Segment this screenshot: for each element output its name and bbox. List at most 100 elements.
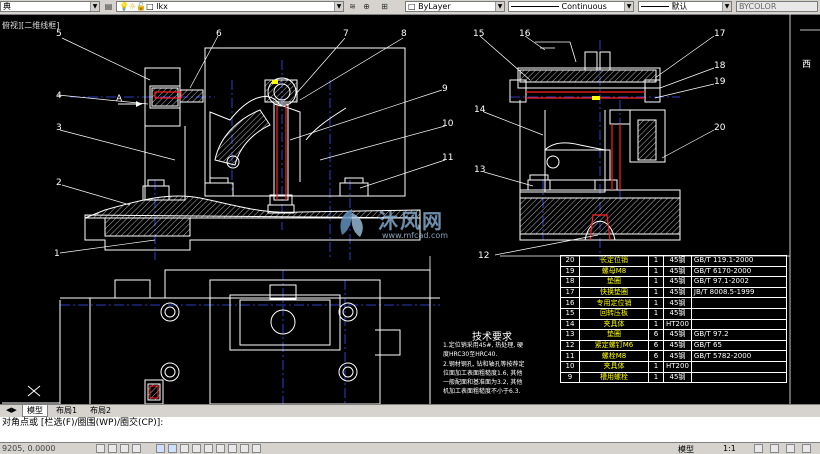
bom-cell-material: 45钢 (663, 329, 692, 341)
plotstyle-dropdown[interactable]: BYCOLOR (736, 1, 818, 12)
transparency-button[interactable] (216, 444, 225, 453)
color-dropdown[interactable]: □ ByLayer▼ (405, 1, 505, 12)
ducs-button[interactable] (180, 444, 189, 453)
tab-layout1[interactable]: 布局1 (56, 406, 78, 415)
bom-cell-material: 45钢 (663, 255, 692, 267)
callout-5: 5 (56, 29, 62, 39)
bom-cell-no: 11 (560, 350, 580, 362)
chevron-down-icon[interactable]: ▼ (495, 2, 504, 11)
bom-cell-std: GB/T 97.2 (690, 329, 788, 341)
make-current-icon[interactable]: ⊕ (363, 2, 370, 11)
bom-cell-qty: 1 (648, 297, 664, 309)
tech-note-line: 一般配面和基准面为3.2, 其他 (443, 379, 523, 387)
lock-ui-icon[interactable] (770, 444, 779, 453)
lock-icon: 🔓 (136, 2, 147, 11)
callout-2: 2 (56, 178, 62, 188)
workspace-gear-icon[interactable] (754, 444, 763, 453)
bom-cell-std: JB/T 8008.5-1999 (690, 286, 788, 299)
layer-state-icon[interactable]: ⊞ (381, 2, 388, 11)
tab-model[interactable]: 模型 (22, 405, 48, 417)
viewcube-area[interactable] (790, 14, 820, 404)
layer-manager-icon[interactable]: ▤ (104, 2, 113, 11)
isolate-objects-icon[interactable] (786, 444, 795, 453)
callout-20: 20 (714, 123, 726, 133)
bom-cell-qty: 1 (648, 265, 664, 278)
callout-6: 6 (216, 29, 222, 39)
snap-button[interactable] (96, 444, 105, 453)
callout-19: 19 (714, 77, 726, 87)
bom-cell-std (690, 371, 788, 384)
bom-cell-std: GB/T 65 (690, 339, 788, 352)
sun-icon: ☼ (128, 2, 137, 11)
linetype-dropdown[interactable]: Continuous ▼ (508, 1, 634, 12)
bom-cell-name: 长定位销 (579, 255, 649, 267)
command-line[interactable]: 对角点或 [栏选(F)/圈围(WP)/圈交(CP)]: (0, 417, 820, 442)
bom-cell-std: GB/T 5782-2000 (690, 350, 788, 362)
bom-cell-name: 夹具体 (579, 360, 649, 373)
linetype-value: Continuous (561, 2, 607, 11)
top-view (59, 269, 440, 404)
lineweight-dropdown[interactable]: 默认 ▼ (638, 1, 732, 12)
selection-cycling-button[interactable] (240, 444, 249, 453)
bom-cell-std (690, 307, 788, 320)
view-cube-label[interactable]: 西 (802, 59, 811, 70)
tab-nav-arrows-icon[interactable]: ◀▶ (6, 406, 17, 414)
bom-cell-name: 螺栓M8 (579, 350, 649, 362)
bom-cell-no: 14 (560, 318, 580, 331)
bom-cell-name: 螺母M8 (579, 265, 649, 278)
drawing-canvas[interactable]: A 4 3 2 1 5 6 7 8 9 10 11 12 13 14 15 16… (0, 14, 820, 404)
annotation-scale[interactable]: 1:1 (723, 444, 736, 453)
bom-cell-std (690, 297, 788, 309)
chevron-down-icon[interactable]: ▼ (722, 2, 731, 11)
annotation-monitor-button[interactable] (252, 444, 261, 453)
otrack-button[interactable] (168, 444, 177, 453)
watermark-text: 沐风网 (378, 209, 444, 233)
quick-properties-button[interactable] (228, 444, 237, 453)
grid-button[interactable] (108, 444, 117, 453)
command-prompt: 对角点或 [栏选(F)/圈围(WP)/圈交(CP)]: (2, 418, 164, 428)
cursor-coordinates: 9205, 0.0000 (2, 444, 56, 453)
bom-cell-qty: 1 (648, 371, 664, 384)
bom-cell-no: 18 (560, 276, 580, 288)
bom-cell-material: 45钢 (663, 265, 692, 278)
tab-layout2[interactable]: 布局2 (90, 406, 112, 415)
callout-1: 1 (54, 249, 60, 259)
ortho-button[interactable] (120, 444, 129, 453)
callout-12: 12 (478, 251, 489, 261)
style-value: 典 (3, 2, 11, 11)
polar-button[interactable] (132, 444, 141, 453)
tech-requirements-notes: 1.定位销采用45#, 热处理, 硬 度HRC30至HRC40. 2.钢材钢孔,… (443, 341, 575, 397)
chevron-down-icon[interactable]: ▼ (90, 2, 99, 11)
style-dropdown[interactable]: 典▼ (0, 1, 100, 12)
model-space-toggle[interactable]: 模型 (678, 445, 694, 454)
bom-cell-material: 45钢 (663, 371, 692, 384)
bom-cell-material: 45钢 (663, 307, 692, 320)
bom-cell-name: 垫圈 (579, 329, 649, 341)
lineweight-value: 默认 (671, 2, 688, 11)
bom-cell-name: 快换垫圈 (579, 286, 649, 299)
clean-screen-icon[interactable] (802, 444, 811, 453)
leader-lines (57, 35, 715, 256)
bom-cell-no: 16 (560, 297, 580, 309)
chevron-down-icon[interactable]: ▼ (334, 2, 343, 11)
lineweight-button[interactable] (204, 444, 213, 453)
bom-cell-material: 45钢 (663, 276, 692, 288)
bom-cell-name: 垫圈 (579, 276, 649, 288)
watermark-url: www.mfcad.com (382, 231, 449, 240)
bom-cell-no: 19 (560, 265, 580, 278)
side-highlights (592, 96, 600, 100)
bom-cell-qty: 1 (648, 318, 664, 331)
osnap-button[interactable] (156, 444, 165, 453)
layer-dropdown[interactable]: 💡☼🔓□ lkx ▼ (116, 1, 344, 12)
callout-16: 16 (519, 29, 531, 39)
watermark: 沐风网 www.mfcad.com (330, 205, 490, 245)
viewport-label[interactable]: 俯视][二维线框] (2, 21, 60, 30)
callout-18: 18 (714, 61, 726, 71)
chevron-down-icon[interactable]: ▼ (624, 2, 633, 11)
dyn-button[interactable] (192, 444, 201, 453)
layer-previous-icon[interactable]: ≋ (349, 2, 356, 11)
